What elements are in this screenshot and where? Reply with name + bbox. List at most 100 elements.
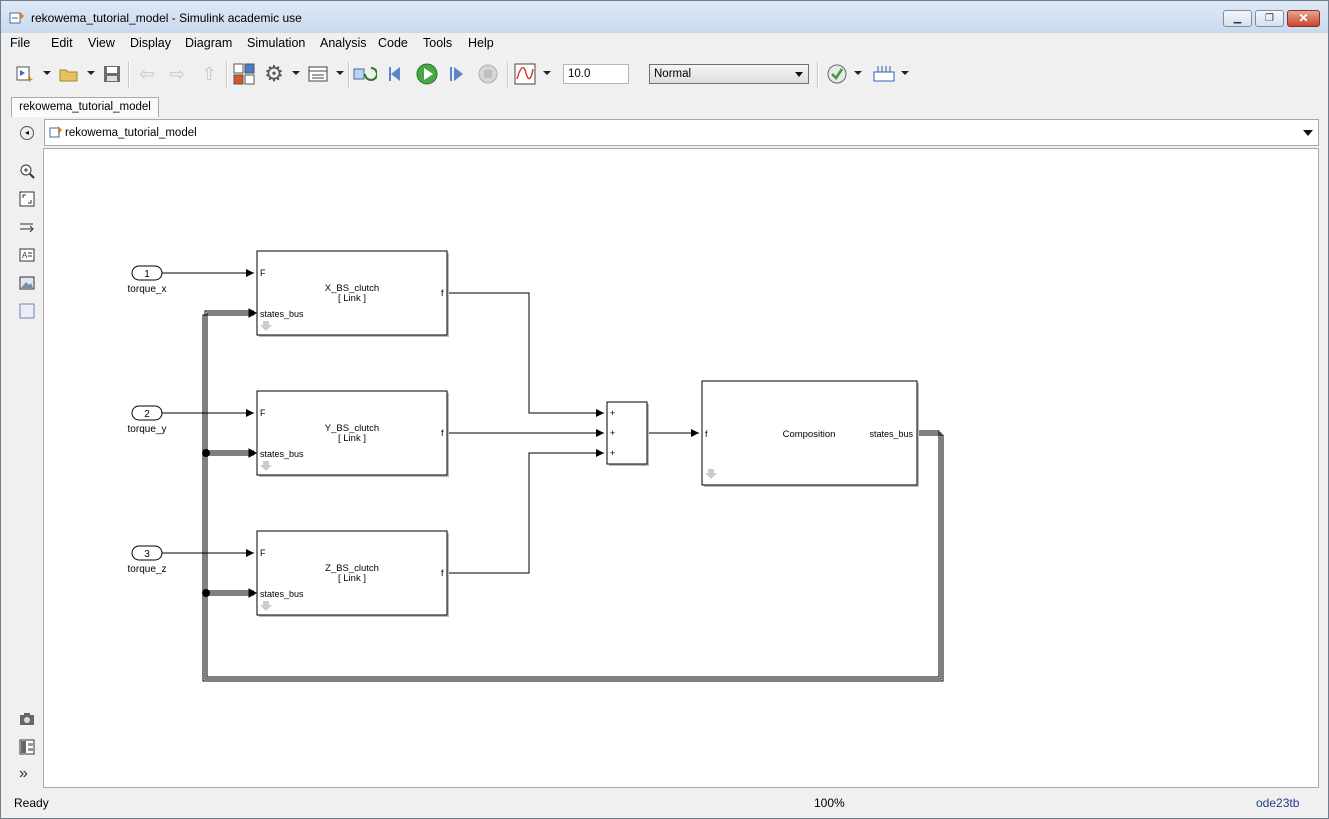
toolbar-separator (817, 62, 819, 88)
close-button[interactable]: ✕ (1287, 10, 1320, 27)
signal-line-z-out[interactable] (448, 449, 604, 574)
up-button[interactable]: ⇧ (197, 63, 221, 85)
build-dropdown-icon[interactable] (901, 71, 909, 75)
checkmark-icon (827, 64, 847, 84)
subsystem-link-tag: [ Link ] (338, 293, 366, 304)
inport-torque-x[interactable]: 1 torque_x (128, 265, 167, 295)
step-back-icon (389, 67, 400, 81)
camera-icon[interactable] (19, 711, 35, 727)
model-explorer-dropdown-icon[interactable] (336, 71, 344, 75)
back-button[interactable]: ⇦ (135, 63, 159, 85)
model-canvas[interactable]: 1 torque_x 2 torque_y 3 torque_z F state… (43, 148, 1319, 788)
simulation-mode-select[interactable]: Normal (649, 64, 809, 84)
stop-time-input[interactable] (563, 64, 629, 84)
window-title: rekowema_tutorial_model - Simulink acade… (31, 11, 302, 25)
build-model-button[interactable] (872, 63, 896, 85)
up-arrow-icon: ⇧ (201, 63, 217, 84)
solver-link[interactable]: ode23tb (1256, 796, 1300, 810)
signal-line-x-out[interactable] (448, 292, 604, 417)
forward-button[interactable]: ⇨ (165, 63, 189, 85)
down-arrow-icon (260, 601, 272, 611)
subsystem-link-tag: [ Link ] (338, 433, 366, 444)
new-model-dropdown-icon[interactable] (43, 71, 51, 75)
port-label-f-in: F (260, 268, 266, 278)
menu-file[interactable]: File (10, 36, 31, 50)
svg-text:+: + (27, 75, 33, 84)
port-label-f-out: f (441, 568, 444, 578)
menu-view[interactable]: View (88, 36, 115, 50)
toolbar-separator (348, 62, 350, 88)
zoom-in-icon[interactable] (19, 163, 35, 179)
tab-model[interactable]: rekowema_tutorial_model (11, 97, 159, 117)
model-browser-icon[interactable] (19, 739, 35, 755)
sum-sign: + (610, 448, 615, 458)
chevron-down-icon[interactable] (1303, 130, 1313, 136)
subsystem-z-bs-clutch[interactable]: F states_bus f Z_BS_clutch [ Link ] (256, 530, 449, 617)
save-button[interactable] (100, 63, 124, 85)
subsystem-x-bs-clutch[interactable]: F states_bus f X_BS_clutch [ Link ] (256, 250, 449, 337)
port-label-states-bus: states_bus (260, 309, 304, 319)
inport-label: torque_z (128, 564, 167, 575)
chevron-down-icon (795, 72, 803, 77)
menu-diagram[interactable]: Diagram (185, 36, 233, 50)
inport-torque-y[interactable]: 2 torque_y (128, 405, 167, 435)
block-diagram: 1 torque_x 2 torque_y 3 torque_z F state… (128, 250, 944, 682)
sum-sign: + (610, 428, 615, 438)
port-label-states-bus: states_bus (869, 429, 913, 439)
inport-number: 2 (144, 409, 150, 420)
sum-block[interactable]: + + + (606, 401, 649, 466)
menu-tools[interactable]: Tools (423, 36, 453, 50)
minimize-button[interactable]: ▁ (1223, 10, 1252, 27)
maximize-button[interactable]: ❐ (1255, 10, 1284, 27)
port-label-f-out: f (441, 428, 444, 438)
down-arrow-icon (260, 321, 272, 331)
explorer-bar[interactable]: rekowema_tutorial_model (44, 119, 1319, 146)
menu-simulation[interactable]: Simulation (247, 36, 306, 50)
menu-help[interactable]: Help (468, 36, 494, 50)
annotation-icon[interactable]: A (19, 247, 35, 263)
model-settings-dropdown-icon[interactable] (292, 71, 300, 75)
expand-palette-icon[interactable]: » (19, 765, 28, 782)
menu-bar: File Edit View Display Diagram Simulatio… (1, 33, 1328, 53)
step-back-button[interactable] (385, 63, 409, 85)
toolbar: + ⇦ ⇨ ⇧ ⚙ (1, 54, 1328, 94)
area-icon[interactable] (19, 303, 35, 319)
states-bus-feedback[interactable] (202, 308, 944, 682)
composition-block[interactable]: f Composition states_bus (701, 380, 919, 487)
model-settings-button[interactable]: ⚙ (262, 61, 286, 86)
image-icon[interactable] (19, 275, 35, 291)
play-icon (416, 63, 438, 85)
model-explorer-button[interactable] (306, 63, 330, 85)
run-button[interactable] (415, 63, 439, 85)
signal-routing-icon[interactable] (19, 219, 35, 235)
open-button[interactable] (57, 63, 81, 85)
menu-edit[interactable]: Edit (51, 36, 73, 50)
step-forward-button[interactable] (445, 63, 469, 85)
port-label-f-in: F (260, 548, 266, 558)
open-dropdown-icon[interactable] (87, 71, 95, 75)
inport-torque-z[interactable]: 3 torque_z (128, 545, 167, 575)
fit-to-view-icon[interactable] (19, 191, 35, 207)
port-label-f-in: F (260, 408, 266, 418)
menu-code[interactable]: Code (378, 36, 408, 50)
menu-display[interactable]: Display (130, 36, 171, 50)
data-inspector-button[interactable] (513, 63, 537, 85)
stop-button[interactable] (476, 63, 500, 85)
new-model-button[interactable]: + (13, 63, 37, 85)
menu-analysis[interactable]: Analysis (320, 36, 367, 50)
open-folder-icon (59, 69, 78, 82)
simulink-app-icon (9, 12, 24, 24)
update-diagram-button[interactable] (353, 63, 377, 85)
back-circle-icon: ◂ (24, 128, 29, 137)
library-browser-icon (233, 63, 255, 85)
model-tab-strip: rekowema_tutorial_model (1, 95, 1328, 117)
model-advisor-dropdown-icon[interactable] (854, 71, 862, 75)
model-advisor-button[interactable] (825, 63, 849, 85)
data-inspector-dropdown-icon[interactable] (543, 71, 551, 75)
save-icon (104, 66, 120, 82)
title-bar: rekowema_tutorial_model - Simulink acade… (1, 1, 1328, 33)
subsystem-y-bs-clutch[interactable]: F states_bus f Y_BS_clutch [ Link ] (256, 390, 449, 477)
library-browser-button[interactable] (232, 63, 256, 85)
hide-explorer-button[interactable]: ◂ (20, 126, 34, 140)
